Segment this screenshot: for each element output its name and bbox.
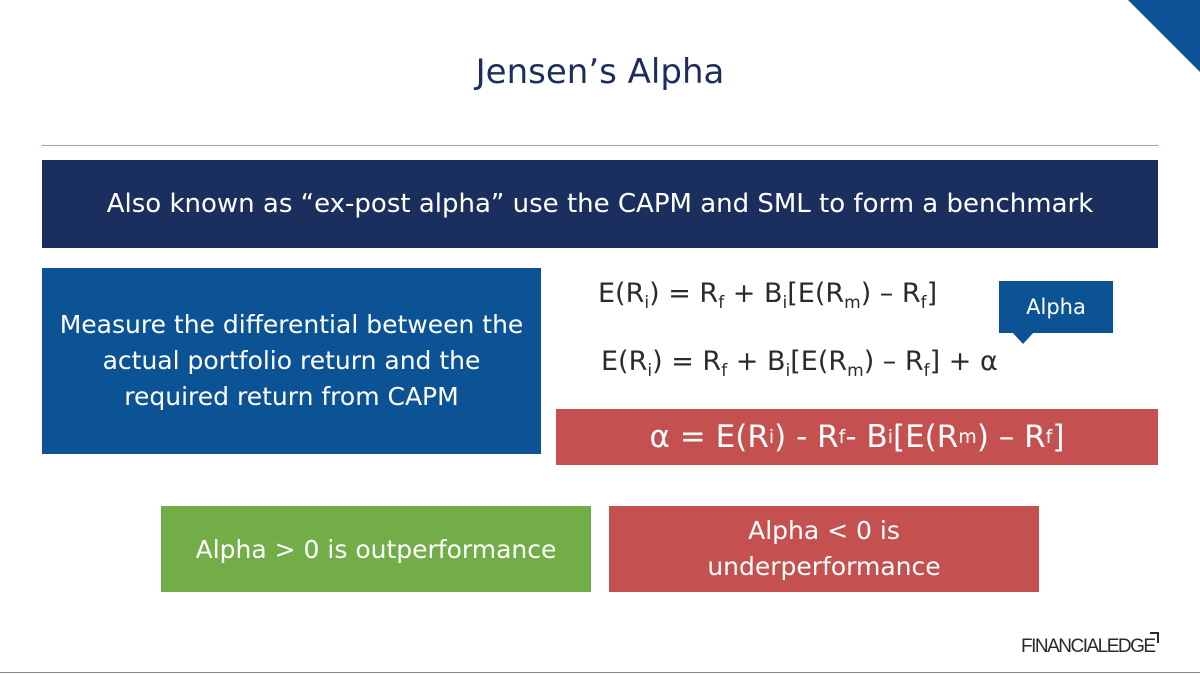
- capm-equation: E(Ri) = Rf + Bi[E(Rm) – Rf]: [598, 278, 938, 313]
- alpha-callout-label: Alpha: [1026, 295, 1086, 319]
- financial-edge-logo: FINANCIALEDGE: [1021, 636, 1156, 657]
- capm-alpha-equation: E(Ri) = Rf + Bi[E(Rm) – Rf] + α: [601, 346, 998, 381]
- outperformance-box: Alpha > 0 is outperformance: [161, 506, 591, 592]
- definition-banner-text: Also known as “ex-post alpha” use the CA…: [106, 189, 1094, 219]
- alpha-callout: Alpha: [999, 281, 1113, 333]
- page-title: Jensen’s Alpha: [475, 52, 725, 92]
- description-box: Measure the differential between the act…: [42, 268, 541, 454]
- logo-bracket-icon: [1150, 632, 1159, 643]
- underperformance-text-line2: underperformance: [707, 552, 941, 581]
- definition-banner: Also known as “ex-post alpha” use the CA…: [42, 160, 1158, 248]
- footer-divider: [0, 672, 1200, 673]
- outperformance-text: Alpha > 0 is outperformance: [195, 534, 557, 564]
- callout-pointer: [1012, 332, 1034, 344]
- description-text: Measure the differential between the act…: [59, 310, 524, 411]
- corner-triangle-icon: [1128, 0, 1200, 72]
- underperformance-box: Alpha < 0 is underperformance: [609, 506, 1039, 592]
- title-divider: [42, 145, 1158, 146]
- underperformance-text-line1: Alpha < 0 is: [748, 516, 900, 545]
